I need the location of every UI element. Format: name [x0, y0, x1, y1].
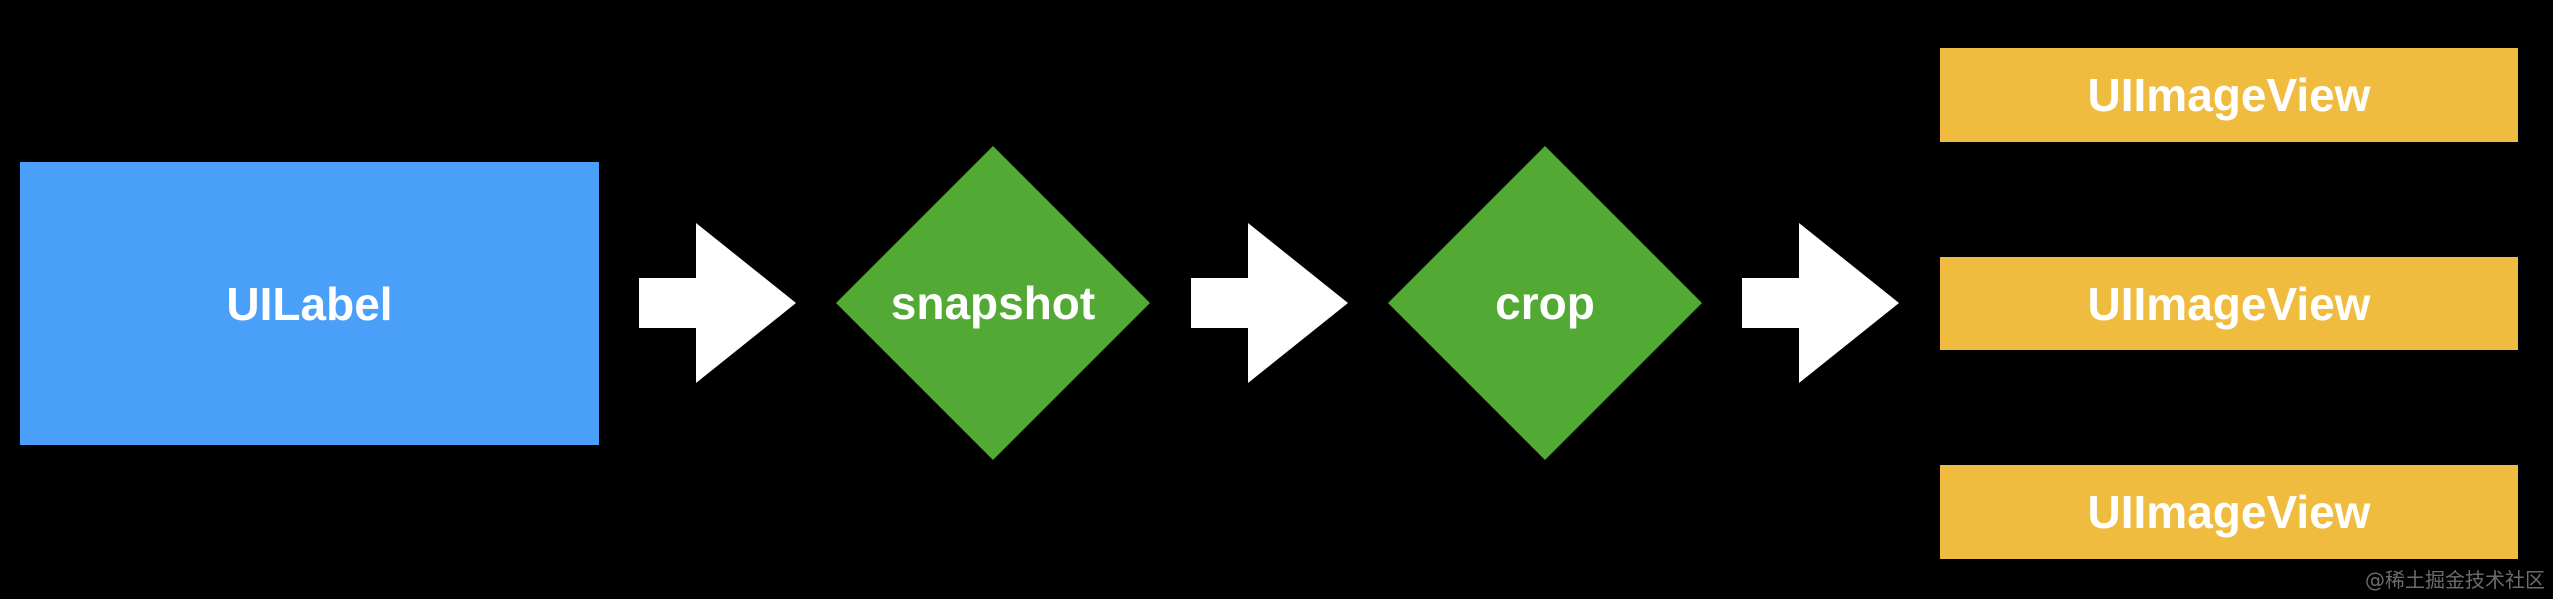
- output-label-3: UIImageView: [2087, 486, 2371, 538]
- output-label-1: UIImageView: [2087, 69, 2371, 121]
- arrow-1: [639, 223, 796, 383]
- step-snapshot-diamond: [836, 146, 1150, 460]
- arrow-3: [1742, 223, 1899, 383]
- output-box-1: [1940, 48, 2518, 142]
- watermark: @稀土掘金技术社区: [2365, 568, 2545, 592]
- output-box-3: [1940, 465, 2518, 559]
- source-box: [20, 162, 599, 445]
- output-box-2: [1940, 257, 2518, 350]
- source-label: UILabel: [226, 277, 393, 330]
- output-label-2: UIImageView: [2087, 277, 2371, 330]
- step-crop-diamond: [1388, 146, 1702, 460]
- arrow-2: [1191, 223, 1348, 383]
- step-snapshot-label: snapshot: [890, 277, 1096, 329]
- step-crop-label: crop: [1495, 277, 1595, 329]
